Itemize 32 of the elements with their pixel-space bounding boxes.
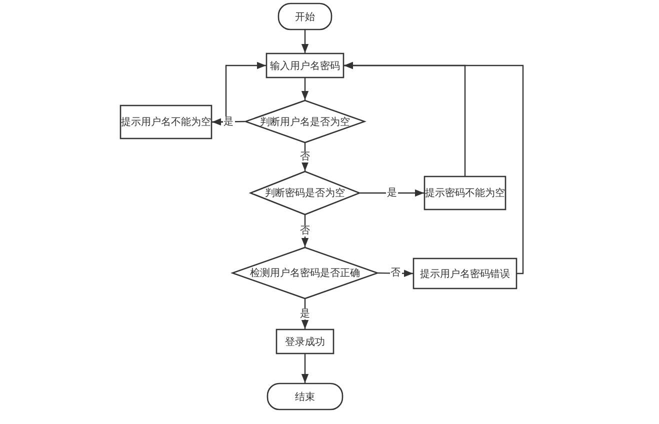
process-box xyxy=(424,176,506,210)
node-label: 开始 xyxy=(295,10,315,24)
arrow xyxy=(301,78,309,100)
node-label: 判断用户名是否为空 xyxy=(260,116,350,128)
edge-label: 否 xyxy=(299,152,311,162)
edge-label: 是 xyxy=(299,308,311,320)
process-box xyxy=(266,53,344,78)
arrow xyxy=(360,189,424,197)
node-label: 判断密码是否为空 xyxy=(265,186,345,200)
node-label: 提示用户名不能为空 xyxy=(121,116,211,129)
process-box xyxy=(276,329,334,354)
process-box xyxy=(120,105,212,139)
edge-label: 是 xyxy=(386,188,398,198)
arrow xyxy=(301,354,309,383)
node-label: 检测用户名密码是否正确 xyxy=(250,266,360,280)
decision-diamond xyxy=(232,247,378,299)
arrow xyxy=(344,62,524,274)
node-label: 结束 xyxy=(295,390,315,404)
decision-diamond xyxy=(245,100,365,143)
edge-label: 是 xyxy=(222,116,234,128)
decision-diamond xyxy=(250,171,360,215)
terminal-box xyxy=(278,3,332,30)
edge-label: 否 xyxy=(390,268,402,279)
node-label: 提示用户名密码错误 xyxy=(420,268,510,280)
edge-label: 否 xyxy=(299,226,311,236)
arrow xyxy=(301,30,309,53)
node-label: 提示密码不能为空 xyxy=(425,186,505,200)
arrow xyxy=(212,62,266,123)
terminal-box xyxy=(267,383,343,410)
node-label: 登录成功 xyxy=(285,336,325,348)
process-box xyxy=(413,258,517,289)
node-label: 输入用户名密码 xyxy=(270,60,340,72)
